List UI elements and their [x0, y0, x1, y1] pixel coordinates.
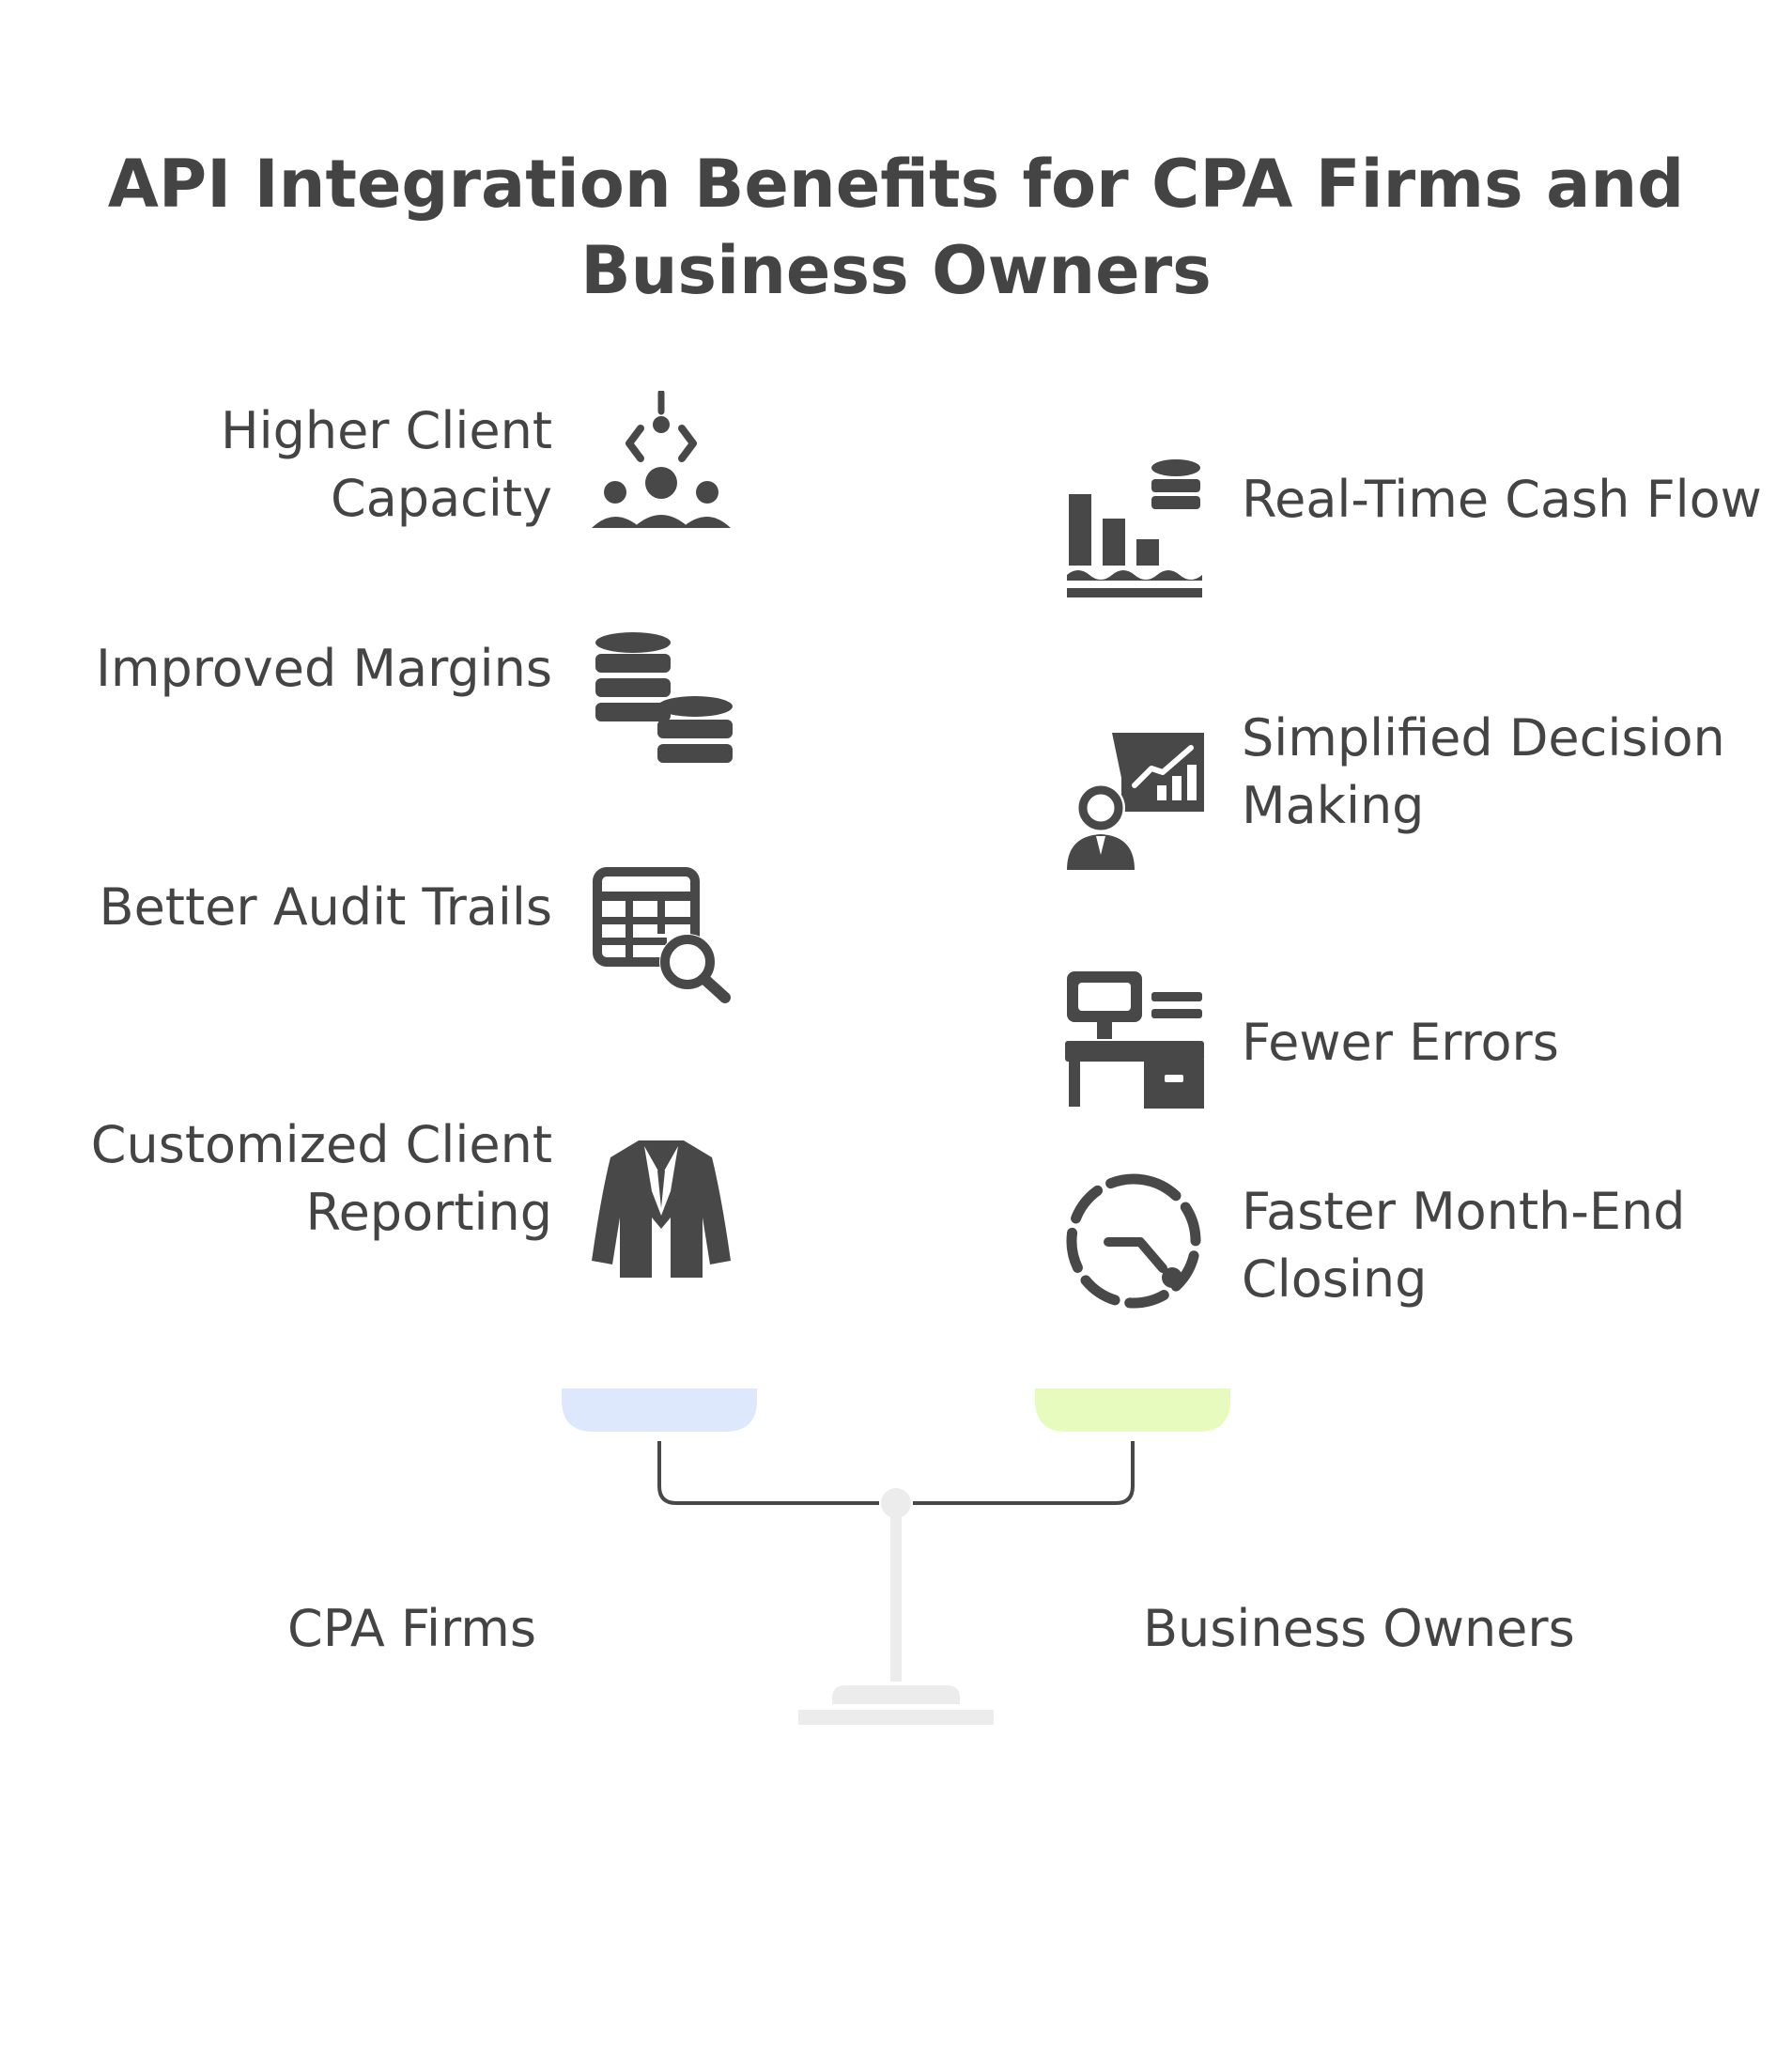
right-pan — [1035, 1388, 1230, 1432]
coin-stacks-icon — [594, 631, 733, 765]
dashed-clock-icon — [1063, 1171, 1204, 1311]
cashflow-chart-icon — [1067, 458, 1202, 597]
left-beam-arm — [657, 1441, 879, 1505]
table-search-icon — [592, 866, 733, 1003]
left-item-label: Customized Client Reporting — [90, 1115, 552, 1242]
cpa-firms-label: CPA Firms — [287, 1599, 537, 1658]
right-item-label: Simplified Decision Making — [1242, 708, 1725, 835]
left-item-label: Better Audit Trails — [99, 877, 552, 937]
left-item-label: Improved Margins — [95, 639, 552, 698]
desk-workstation-icon — [1065, 969, 1204, 1109]
suit-jacket-icon — [592, 1139, 731, 1280]
page-title: API Integration Benefits for CPA Firms a… — [107, 146, 1685, 309]
scale-base-lower — [798, 1710, 994, 1725]
people-network-icon — [592, 391, 731, 532]
scale-base-upper — [832, 1685, 960, 1704]
presentation-person-icon — [1065, 731, 1206, 872]
right-beam-arm — [913, 1441, 1135, 1505]
right-item-label: Fewer Errors — [1242, 1013, 1559, 1072]
scale-post — [890, 1512, 902, 1682]
left-item-label: Higher Client Capacity — [220, 401, 552, 528]
business-owners-label: Business Owners — [1143, 1599, 1575, 1658]
left-pan — [562, 1388, 757, 1432]
scale-pivot — [881, 1488, 911, 1518]
right-item-label: Real-Time Cash Flow — [1242, 470, 1762, 529]
right-item-label: Faster Month-End Closing — [1242, 1182, 1686, 1309]
